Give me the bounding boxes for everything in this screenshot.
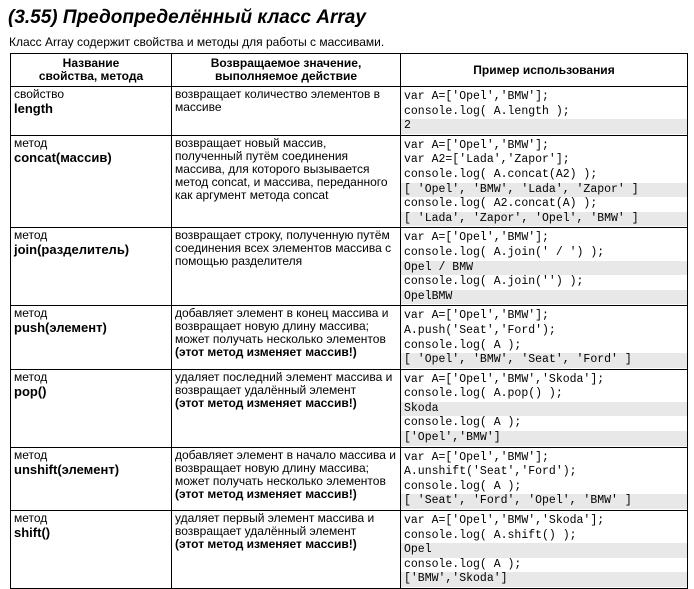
example-code-line: console.log( A.concat(A2) ); <box>404 167 598 181</box>
description-text: возвращает строку, полученную путём соед… <box>175 228 392 269</box>
description-cell: добавляет элемент в начало массива и воз… <box>171 446 401 512</box>
description-cell: возвращает новый массив, полученный путё… <box>171 134 401 229</box>
example-code-line: console.log( A2.concat(A) ); <box>404 197 598 211</box>
column-header-name: Название свойства, метода <box>10 53 172 87</box>
array-methods-table: Название свойства, метода Возвращаемое з… <box>10 53 688 589</box>
example-output: OpelBMW <box>401 289 687 305</box>
example-code-line: var A=['Opel','BMW']; <box>404 90 549 103</box>
description-text: удаляет последний элемент массива и возв… <box>175 369 393 397</box>
example-output: ['BMW','Skoda'] <box>401 572 687 587</box>
column-header-description: Возвращаемое значение, выполняемое дейст… <box>171 53 401 87</box>
description-cell: добавляет элемент в конец массива и возв… <box>171 305 401 370</box>
example-output: [ 'Opel', 'BMW', 'Lada', 'Zapor' ] <box>401 182 687 198</box>
table-header-row: Название свойства, метода Возвращаемое з… <box>10 53 688 87</box>
mutation-note: (этот метод изменяет массив!) <box>175 486 357 501</box>
member-kind: метод <box>14 369 48 384</box>
example-cell: var A=['Opel','BMW'];console.log( A.leng… <box>400 86 688 136</box>
example-output: ['Opel','BMW'] <box>401 431 687 446</box>
example-code-line: console.log( A.pop() ); <box>404 387 563 401</box>
mutation-note: (этот метод изменяет массив!) <box>175 345 357 360</box>
example-output: [ 'Lada', 'Zapor', 'Opel', 'BMW' ] <box>401 211 687 227</box>
example-code-line: A.unshift('Seat','Ford'); <box>404 465 577 479</box>
member-kind: свойство <box>14 87 65 101</box>
example-cell: var A=['Opel','BMW'];A.unshift('Seat','F… <box>400 446 688 512</box>
example-code-line: console.log( A.length ); <box>404 104 570 118</box>
example-code-line: console.log( A.join('') ); <box>404 275 584 289</box>
member-name: join(разделитель) <box>14 242 130 258</box>
member-name: shift() <box>14 525 51 541</box>
member-name: push(элемент) <box>14 320 107 336</box>
example-code-line: console.log( A ); <box>404 416 522 430</box>
example-code-line: var A=['Opel','BMW','Skoda']; <box>404 514 605 528</box>
member-kind: метод <box>14 511 48 526</box>
example-code-line: var A=['Opel','BMW']; <box>404 138 549 152</box>
example-code-line: console.log( A ); <box>404 479 522 493</box>
description-text: возвращает новый массив, полученный путё… <box>175 135 388 202</box>
member-kind: метод <box>14 447 48 462</box>
example-code-line: console.log( A ); <box>404 338 522 352</box>
column-header-example: Пример использования <box>400 53 688 87</box>
example-code-line: var A=['Opel','BMW','Skoda']; <box>404 372 605 386</box>
member-name: length <box>14 101 53 116</box>
example-output: Opel / BMW <box>401 260 687 276</box>
description-cell: удаляет последний элемент массива и возв… <box>171 368 401 448</box>
member-name: concat(массив) <box>14 149 112 165</box>
member-kind: метод <box>14 228 48 243</box>
member-name: unshift(элемент) <box>14 461 120 477</box>
description-cell: удаляет первый элемент массива и возвращ… <box>171 510 401 589</box>
member-kind: метод <box>14 135 48 150</box>
example-code-line: console.log( A.join(' / ') ); <box>404 245 605 259</box>
example-output: Skoda <box>401 401 687 417</box>
example-cell: var A=['Opel','BMW'];console.log( A.join… <box>400 227 688 307</box>
description-text: возвращает количество элементов в массив… <box>175 87 381 114</box>
example-code-line: console.log( A.shift() ); <box>404 528 577 542</box>
example-code-line: var A=['Opel','BMW']; <box>404 450 549 464</box>
example-output: [ 'Opel', 'BMW', 'Seat', 'Ford' ] <box>401 353 687 368</box>
example-cell: var A=['Opel','BMW'];A.push('Seat','Ford… <box>400 305 688 370</box>
example-cell: var A=['Opel','BMW','Skoda'];console.log… <box>400 368 688 448</box>
mutation-note: (этот метод изменяет массив!) <box>175 537 357 552</box>
page-subtitle: Класс Array содержит свойства и методы д… <box>9 35 385 49</box>
description-cell: возвращает количество элементов в массив… <box>171 86 401 136</box>
description-text: добавляет элемент в конец массива и возв… <box>175 306 389 347</box>
example-output: [ 'Seat', 'Ford', 'Opel', 'BMW' ] <box>401 494 687 510</box>
example-code-line: var A=['Opel','BMW']; <box>404 231 549 245</box>
description-text: добавляет элемент в начало массива и воз… <box>175 447 396 488</box>
description-cell: возвращает строку, полученную путём соед… <box>171 227 401 307</box>
example-code-line: console.log( A ); <box>404 557 522 571</box>
example-code-line: A.push('Seat','Ford'); <box>404 323 556 337</box>
page-title: (3.55) Предопределённый класс Array <box>8 7 366 28</box>
example-code-line: var A=['Opel','BMW']; <box>404 309 549 323</box>
member-kind: метод <box>14 306 48 321</box>
example-code-line: var A2=['Lada','Zapor']; <box>404 153 570 167</box>
example-cell: var A=['Opel','BMW','Skoda'];console.log… <box>400 510 688 589</box>
member-name: pop() <box>14 383 47 399</box>
mutation-note: (этот метод изменяет массив!) <box>175 395 357 410</box>
example-output: Opel <box>401 543 687 558</box>
description-text: удаляет первый элемент массива и возвращ… <box>175 511 375 539</box>
example-output: 2 <box>401 119 687 134</box>
example-cell: var A=['Opel','BMW'];var A2=['Lada','Zap… <box>400 134 688 229</box>
